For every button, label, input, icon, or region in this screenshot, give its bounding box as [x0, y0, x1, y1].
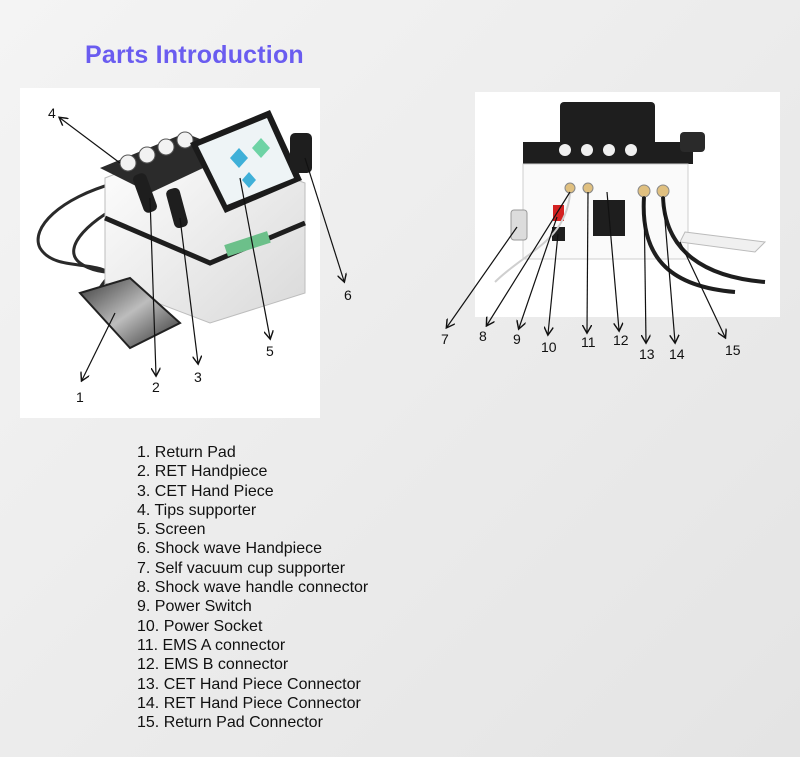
return-pad-back — [679, 231, 767, 253]
front-view-figure: 1 2 3 4 5 6 — [20, 88, 352, 418]
screen-display — [198, 118, 294, 205]
back-view-illustration: 7 8 9 10 11 12 13 14 15 — [441, 92, 780, 362]
part-item: 14. RET Hand Piece Connector — [137, 694, 361, 712]
callout-arrow-15 — [679, 241, 725, 337]
callout-3: 3 — [194, 369, 202, 385]
part-item: 5. Screen — [137, 521, 206, 539]
callout-arrow-8 — [487, 191, 571, 325]
connector-cet — [637, 184, 651, 198]
ret-handpiece — [132, 173, 158, 213]
device-dark-band — [104, 215, 306, 266]
callout-arrow-5 — [239, 177, 270, 338]
cable-shockwave — [494, 193, 571, 283]
callout-arrow-9 — [519, 216, 558, 328]
part-item: 1. Return Pad — [137, 444, 236, 461]
tip-holder-4 — [176, 131, 194, 149]
callout-arrow-2 — [149, 197, 156, 375]
callout-arrow-10 — [548, 233, 559, 334]
callout-7: 7 — [441, 331, 449, 347]
callout-13: 13 — [639, 346, 655, 362]
vacuum-cup-supporter — [510, 209, 528, 241]
part-item: 13. CET Hand Piece Connector — [137, 675, 361, 693]
callout-arrow-14 — [662, 195, 675, 342]
callout-4: 4 — [48, 105, 56, 121]
callout-1: 1 — [76, 389, 84, 405]
callout-arrow-1 — [82, 312, 116, 380]
callout-15: 15 — [725, 342, 741, 358]
power-switch — [553, 205, 564, 221]
callout-9: 9 — [513, 331, 521, 347]
connector-shockwave — [564, 182, 576, 194]
page-title: Parts Introduction — [85, 41, 304, 69]
tip-holder-3 — [157, 138, 175, 156]
screen-icon-1 — [230, 148, 248, 168]
parts-list: 1. Return Pad 2. RET Handpiece 3. CET Ha… — [137, 443, 368, 732]
top-holder-2 — [581, 144, 593, 156]
cable-1 — [36, 181, 117, 280]
tip-holder-1 — [119, 154, 137, 172]
callout-arrow-3 — [179, 217, 198, 363]
screen-back — [560, 102, 655, 147]
callout-arrow-6 — [304, 157, 344, 281]
callout-arrow-13 — [644, 195, 646, 342]
callout-arrow-11 — [587, 191, 588, 332]
callout-6: 6 — [344, 287, 352, 303]
part-item: 7. Self vacuum cup supporter — [137, 559, 346, 577]
part-item: 11. EMS A connector — [137, 636, 286, 654]
front-view-illustration: 1 2 3 4 5 6 — [20, 88, 352, 418]
top-handpiece — [680, 132, 705, 152]
callout-12: 12 — [613, 332, 629, 348]
back-view-figure: 7 8 9 10 11 12 13 14 15 — [435, 92, 780, 362]
part-item: 12. EMS B connector — [137, 656, 289, 674]
callout-2: 2 — [152, 379, 160, 395]
tip-holder-2 — [138, 146, 156, 164]
top-holder-4 — [625, 144, 637, 156]
top-holder-1 — [559, 144, 571, 156]
part-item: 9. Power Switch — [137, 598, 252, 616]
part-item: 2. RET Handpiece — [137, 463, 268, 481]
callout-5: 5 — [266, 343, 274, 359]
callout-8: 8 — [479, 328, 487, 344]
connector-ret — [656, 184, 670, 198]
screen-icon-2 — [252, 138, 270, 158]
shockwave-handpiece — [290, 133, 312, 173]
part-item: 15. Return Pad Connector — [137, 714, 323, 732]
callout-10: 10 — [541, 339, 557, 355]
connector-ems-a — [582, 182, 594, 194]
top-holder-3 — [603, 144, 615, 156]
cet-handpiece — [166, 187, 188, 229]
part-item: 10. Power Socket — [137, 617, 263, 635]
callout-arrow-12 — [606, 191, 619, 330]
part-item: 3. CET Hand Piece — [137, 482, 274, 500]
part-item: 6. Shock wave Handpiece — [137, 540, 322, 558]
part-item: 8. Shock wave handle connector — [137, 579, 369, 597]
callout-arrow-4 — [60, 118, 121, 164]
callout-11: 11 — [581, 334, 596, 350]
callout-arrow-7 — [447, 226, 518, 327]
cable-ret — [661, 196, 766, 284]
brand-label — [224, 231, 271, 257]
screen-icon-3 — [242, 172, 256, 188]
part-item: 4. Tips supporter — [137, 501, 257, 519]
callout-14: 14 — [669, 346, 685, 362]
